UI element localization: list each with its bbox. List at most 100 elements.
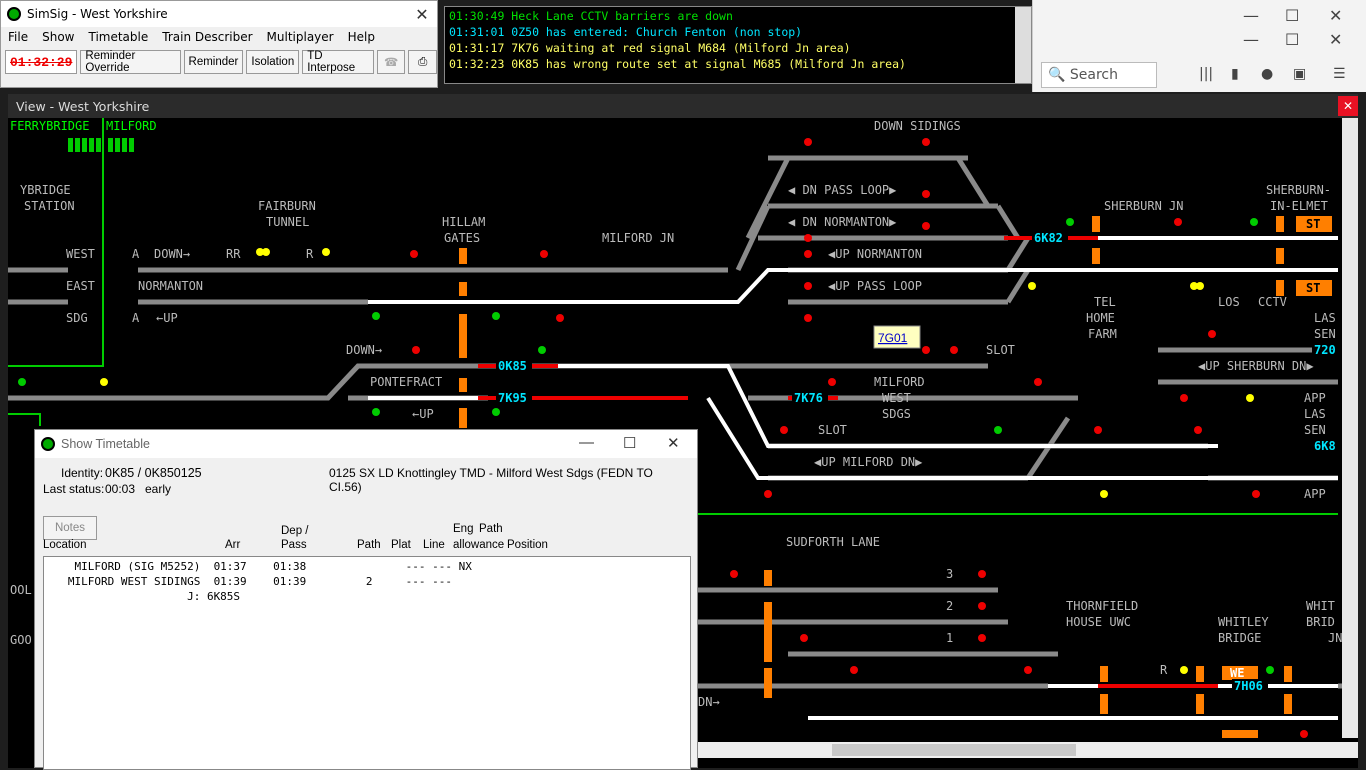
menu-train-describer[interactable]: Train Describer (162, 30, 253, 44)
reminder-override-button[interactable]: Reminder Override (80, 50, 181, 74)
signal-lamp[interactable] (1034, 378, 1042, 386)
train-describer-berth[interactable]: 0K85 (498, 359, 527, 373)
minimize-icon[interactable]: — (1243, 6, 1259, 25)
notes-button[interactable]: Notes (43, 516, 97, 540)
signal-lamp[interactable] (322, 248, 330, 256)
signal-lamp[interactable] (978, 602, 986, 610)
signal-lamp[interactable] (1266, 666, 1274, 674)
signal-lamp[interactable] (978, 570, 986, 578)
reminder-button[interactable]: Reminder (183, 50, 244, 74)
maximize-icon[interactable]: ☐ (1285, 6, 1300, 25)
signal-lamp[interactable] (1028, 282, 1036, 290)
signal-lamp[interactable] (412, 346, 420, 354)
signal-lamp[interactable] (922, 346, 930, 354)
signal-lamp[interactable] (262, 248, 270, 256)
maximize-icon[interactable]: ☐ (1285, 30, 1300, 49)
signal-lamp[interactable] (1208, 330, 1216, 338)
signal-lamp[interactable] (850, 666, 858, 674)
train-describer-berth[interactable]: 6K8 (1314, 439, 1336, 453)
menu-icon[interactable]: ☰ (1333, 66, 1346, 82)
signal-lamp[interactable] (922, 190, 930, 198)
signal-lamp[interactable] (1190, 282, 1198, 290)
search-input[interactable]: 🔍 Search (1041, 62, 1157, 88)
signalling-diagram[interactable]: FERRYBRIDGE MILFORD (8, 118, 1358, 738)
signal-lamp[interactable] (804, 250, 812, 258)
train-describer-berth[interactable]: 7K76 (794, 391, 823, 405)
view-close-button[interactable]: ✕ (1338, 96, 1358, 116)
signal-lamp[interactable] (804, 138, 812, 146)
signal-lamp[interactable] (556, 314, 564, 322)
menu-show[interactable]: Show (42, 30, 75, 44)
signal-lamp[interactable] (828, 378, 836, 386)
td-interpose-button[interactable]: TD Interpose (302, 50, 374, 74)
close-icon[interactable]: ✕ (1329, 6, 1343, 25)
signal-lamp[interactable] (1180, 666, 1188, 674)
signal-lamp[interactable] (18, 378, 26, 386)
clock-display[interactable]: 01:32:29 (5, 50, 78, 74)
menu-help[interactable]: Help (347, 30, 375, 44)
signal-lamp[interactable] (800, 634, 808, 642)
signal-lamp[interactable] (540, 250, 548, 258)
signal-lamp[interactable] (1252, 490, 1260, 498)
maximize-icon[interactable]: ☐ (623, 435, 637, 452)
signal-lamp[interactable] (780, 426, 788, 434)
extension-icon[interactable]: ● (1261, 66, 1274, 82)
minimize-icon[interactable]: — (579, 434, 594, 451)
signal-lamp[interactable] (764, 490, 772, 498)
train-describer-berth[interactable]: 7K95 (498, 391, 527, 405)
signal-lamp[interactable] (1196, 282, 1204, 290)
minimize-icon[interactable]: — (1243, 30, 1259, 49)
signal-lamp[interactable] (1066, 218, 1074, 226)
signal-lamp[interactable] (1250, 218, 1258, 226)
table-row[interactable]: MILFORD (SIG M5252) 01:37 01:38 --- --- … (48, 560, 472, 573)
signal-lamp[interactable] (1024, 666, 1032, 674)
signal-lamp[interactable] (372, 312, 380, 320)
signal-lamp[interactable] (410, 250, 418, 258)
signal-lamp[interactable] (372, 408, 380, 416)
signal-lamp[interactable] (804, 314, 812, 322)
train-describer-berth[interactable]: 7H06 (1234, 679, 1263, 693)
table-row[interactable]: MILFORD WEST SIDINGS 01:39 01:39 2 --- -… (48, 575, 452, 588)
signal-lamp[interactable] (100, 378, 108, 386)
menu-timetable[interactable]: Timetable (88, 30, 149, 44)
train-describer-berth[interactable]: 6K82 (1034, 231, 1063, 245)
isolation-button[interactable]: Isolation (246, 50, 300, 74)
signal-lamp[interactable] (256, 248, 264, 256)
signal-lamp[interactable] (1246, 394, 1254, 402)
signal-lamp[interactable] (1180, 394, 1188, 402)
sidebar-icon[interactable]: ▣ (1293, 66, 1307, 82)
signal-lamp[interactable] (1094, 426, 1102, 434)
train-tooltip[interactable]: 7G01 (878, 331, 908, 345)
close-icon[interactable]: ✕ (415, 4, 429, 24)
signal-lamp[interactable] (922, 138, 930, 146)
timetable-grid[interactable]: MILFORD (SIG M5252) 01:37 01:38 --- --- … (43, 556, 691, 770)
menu-multiplayer[interactable]: Multiplayer (266, 30, 334, 44)
signal-lamp[interactable] (730, 570, 738, 578)
signal-lamp[interactable] (994, 426, 1002, 434)
signal-lamp[interactable] (922, 222, 930, 230)
signal-lamp[interactable] (538, 346, 546, 354)
library-icon[interactable]: ||| (1199, 66, 1214, 82)
close-icon[interactable]: ✕ (1329, 30, 1343, 49)
signal-lamp[interactable] (492, 408, 500, 416)
signal-lamp[interactable] (1300, 730, 1308, 738)
train-describer-berth[interactable]: 720 (1314, 343, 1336, 357)
signal-lamp[interactable] (1194, 426, 1202, 434)
message-scrollbar[interactable] (1015, 7, 1031, 83)
message-log[interactable]: 01:30:49 Heck Lane CCTV barriers are dow… (444, 6, 1032, 84)
close-icon[interactable]: ✕ (667, 435, 680, 452)
signal-lamp[interactable] (804, 234, 812, 242)
signal-lamp[interactable] (950, 346, 958, 354)
horizontal-scrollbar[interactable] (698, 742, 1358, 758)
signal-lamp[interactable] (1174, 218, 1182, 226)
menu-file[interactable]: File (8, 30, 29, 44)
signal-lamp[interactable] (492, 312, 500, 320)
signal-lamp[interactable] (804, 282, 812, 290)
scrollbar-thumb[interactable] (832, 744, 1076, 756)
printer-icon[interactable]: ⎙ (408, 50, 437, 74)
signal-lamp[interactable] (1100, 490, 1108, 498)
signal-lamp[interactable] (978, 634, 986, 642)
telephone-icon[interactable]: ☎ (376, 50, 406, 74)
reader-icon[interactable]: ▮ (1231, 66, 1239, 82)
table-row[interactable]: J: 6K85S (48, 590, 241, 603)
